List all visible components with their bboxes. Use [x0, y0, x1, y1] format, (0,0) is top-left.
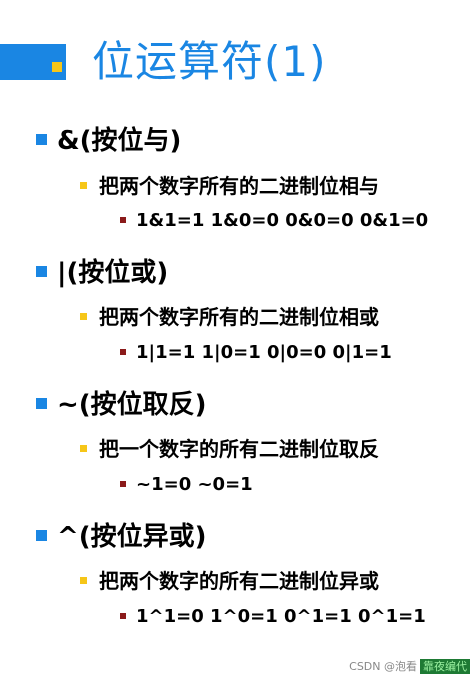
blue-bullet-icon — [36, 266, 47, 277]
section-heading: &(按位与) — [36, 124, 181, 158]
section-heading-text: |(按位或) — [57, 258, 169, 288]
red-bullet-icon — [120, 217, 126, 223]
section-examples-text: 1&1=1 1&0=0 0&0=0 0&1=0 — [136, 210, 429, 231]
section-examples-text: 1^1=0 1^0=1 0^1=1 0^1=1 — [136, 606, 426, 627]
section-description-text: 把两个数字所有的二进制位相与 — [99, 174, 379, 198]
section-examples-text: 1|1=1 1|0=1 0|0=0 0|1=1 — [136, 342, 392, 363]
yellow-bullet-icon — [80, 577, 87, 584]
section-description-text: 把两个数字所有的二进制位相或 — [99, 305, 379, 329]
section-description-text: 把一个数字的所有二进制位取反 — [99, 437, 379, 461]
blue-bullet-icon — [36, 398, 47, 409]
watermark-tag: 靠夜编代 — [420, 659, 470, 674]
red-bullet-icon — [120, 349, 126, 355]
section-examples: 1|1=1 1|0=1 0|0=0 0|1=1 — [120, 340, 392, 366]
section-description-text: 把两个数字的所有二进制位异或 — [99, 569, 379, 593]
section-examples: ~1=0 ~0=1 — [120, 472, 253, 498]
section-description: 把两个数字的所有二进制位异或 — [80, 567, 379, 595]
section-heading-text: ~(按位取反) — [57, 390, 207, 420]
yellow-bullet-icon — [80, 445, 87, 452]
section-heading: ^(按位异或) — [36, 520, 207, 554]
watermark: CSDN @泡看靠夜编代 — [349, 658, 470, 674]
section-description: 把一个数字的所有二进制位取反 — [80, 435, 379, 463]
yellow-bullet-icon — [80, 182, 87, 189]
section-heading: ~(按位取反) — [36, 388, 207, 422]
section-examples-text: ~1=0 ~0=1 — [136, 474, 253, 495]
title-accent-square — [52, 62, 62, 72]
section-description: 把两个数字所有的二进制位相或 — [80, 303, 379, 331]
section-heading-text: &(按位与) — [57, 126, 182, 156]
page-title: 位运算符(1) — [92, 37, 327, 86]
section-examples: 1&1=1 1&0=0 0&0=0 0&1=0 — [120, 208, 428, 234]
yellow-bullet-icon — [80, 313, 87, 320]
blue-bullet-icon — [36, 134, 47, 145]
red-bullet-icon — [120, 481, 126, 487]
section-description: 把两个数字所有的二进制位相与 — [80, 172, 379, 200]
watermark-source: CSDN @泡看 — [349, 660, 417, 673]
blue-bullet-icon — [36, 530, 47, 541]
section-heading: |(按位或) — [36, 256, 168, 290]
section-examples: 1^1=0 1^0=1 0^1=1 0^1=1 — [120, 604, 426, 630]
red-bullet-icon — [120, 613, 126, 619]
section-heading-text: ^(按位异或) — [57, 522, 207, 552]
